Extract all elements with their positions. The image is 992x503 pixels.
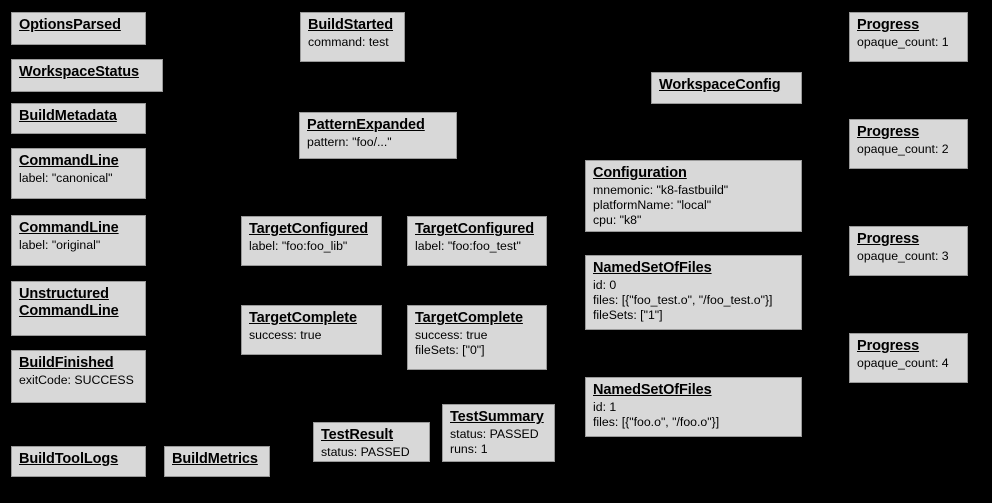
event-node-fields: label: "foo:foo_test"	[415, 239, 540, 254]
event-node-title: Progress	[857, 124, 920, 140]
event-node-title: BuildStarted	[308, 17, 394, 33]
event-node-field: command: test	[308, 35, 389, 49]
event-node-fields: opaque_count: 3	[857, 249, 961, 264]
event-node-field: success: true	[249, 328, 322, 342]
event-node-field: exitCode: SUCCESS	[19, 373, 134, 387]
event-node-field: fileSets: ["1"]	[593, 308, 663, 322]
event-node-title: TestSummary	[450, 409, 544, 425]
event-node-title: TargetConfigured	[249, 221, 368, 237]
event-node-field: label: "foo:foo_test"	[415, 239, 521, 253]
event-node-options-parsed[interactable]: OptionsParsed	[11, 12, 146, 45]
event-node-progress-1[interactable]: Progress opaque_count: 1	[849, 12, 968, 62]
event-node-field: cpu: "k8"	[593, 213, 642, 227]
event-node-build-tool-logs[interactable]: BuildToolLogs	[11, 446, 146, 477]
event-node-title: Progress	[857, 231, 920, 247]
event-node-field: success: true	[415, 328, 488, 342]
event-node-pattern-expanded[interactable]: PatternExpanded pattern: "foo/..."	[299, 112, 457, 159]
event-node-title: PatternExpanded	[307, 117, 425, 133]
event-node-field: opaque_count: 2	[857, 142, 949, 156]
event-node-title: CommandLine	[19, 220, 119, 236]
event-node-target-configured-foo-test[interactable]: TargetConfigured label: "foo:foo_test"	[407, 216, 547, 266]
event-node-title: WorkspaceStatus	[19, 64, 139, 80]
event-node-fields: pattern: "foo/..."	[307, 135, 450, 150]
event-node-title: TestResult	[321, 427, 394, 443]
event-node-progress-3[interactable]: Progress opaque_count: 3	[849, 226, 968, 276]
event-node-build-metadata[interactable]: BuildMetadata	[11, 103, 146, 134]
event-node-unstructured-command-line[interactable]: Unstructured CommandLine	[11, 281, 146, 336]
event-node-title: BuildFinished	[19, 355, 114, 371]
event-node-fields: label: "foo:foo_lib"	[249, 239, 375, 254]
event-node-fields: exitCode: SUCCESS	[19, 373, 139, 388]
event-node-title: BuildMetadata	[19, 108, 117, 124]
event-node-fields: status: PASSED	[321, 445, 423, 460]
event-node-target-configured-foo-lib[interactable]: TargetConfigured label: "foo:foo_lib"	[241, 216, 382, 266]
event-node-field: label: "original"	[19, 238, 101, 252]
event-node-fields: command: test	[308, 35, 398, 50]
event-node-title: BuildToolLogs	[19, 451, 119, 467]
event-node-field: mnemonic: "k8-fastbuild"	[593, 183, 729, 197]
event-node-fields: label: "canonical"	[19, 171, 139, 186]
event-node-title: TargetConfigured	[415, 221, 534, 237]
event-node-target-complete-lib[interactable]: TargetComplete success: true	[241, 305, 382, 355]
event-node-test-result[interactable]: TestResult status: PASSED	[313, 422, 430, 462]
event-node-field: files: [{"foo.o", "/foo.o"}]	[593, 415, 720, 429]
event-node-field: opaque_count: 4	[857, 356, 949, 370]
event-node-field: status: PASSED	[450, 427, 539, 441]
event-node-fields: success: true	[249, 328, 375, 343]
event-node-fields: mnemonic: "k8-fastbuild"platformName: "l…	[593, 183, 795, 228]
event-node-build-finished[interactable]: BuildFinished exitCode: SUCCESS	[11, 350, 146, 403]
event-node-field: id: 1	[593, 400, 617, 414]
event-node-title: CommandLine	[19, 153, 119, 169]
event-node-field: id: 0	[593, 278, 617, 292]
event-node-fields: opaque_count: 1	[857, 35, 961, 50]
event-node-field: opaque_count: 3	[857, 249, 949, 263]
event-node-title: TargetComplete	[249, 310, 357, 326]
event-node-fields: opaque_count: 2	[857, 142, 961, 157]
event-node-command-line-original[interactable]: CommandLine label: "original"	[11, 215, 146, 266]
event-node-build-started[interactable]: BuildStarted command: test	[300, 12, 405, 62]
event-node-field: fileSets: ["0"]	[415, 343, 485, 357]
event-node-configuration[interactable]: Configuration mnemonic: "k8-fastbuild"pla…	[585, 160, 802, 232]
event-node-progress-2[interactable]: Progress opaque_count: 2	[849, 119, 968, 169]
event-node-command-line-canonical[interactable]: CommandLine label: "canonical"	[11, 148, 146, 199]
event-node-title: OptionsParsed	[19, 17, 121, 33]
event-node-fields: label: "original"	[19, 238, 139, 253]
event-node-title: Progress	[857, 338, 920, 354]
event-node-fields: opaque_count: 4	[857, 356, 961, 371]
event-node-field: runs: 1	[450, 442, 488, 456]
event-node-workspace-status[interactable]: WorkspaceStatus	[11, 59, 163, 92]
event-node-field: pattern: "foo/..."	[307, 135, 392, 149]
event-node-field: label: "canonical"	[19, 171, 113, 185]
event-node-field: label: "foo:foo_lib"	[249, 239, 348, 253]
event-node-field: files: [{"foo_test.o", "/foo_test.o"}]	[593, 293, 773, 307]
event-node-title: WorkspaceConfig	[659, 77, 781, 93]
event-node-title: NamedSetOfFiles	[593, 382, 712, 398]
event-node-title: TargetComplete	[415, 310, 523, 326]
event-node-build-metrics[interactable]: BuildMetrics	[164, 446, 270, 477]
event-node-field: status: PASSED	[321, 445, 410, 459]
event-node-field: platformName: "local"	[593, 198, 712, 212]
event-node-field: opaque_count: 1	[857, 35, 949, 49]
event-node-title: NamedSetOfFiles	[593, 260, 712, 276]
event-node-progress-4[interactable]: Progress opaque_count: 4	[849, 333, 968, 383]
event-node-title: BuildMetrics	[172, 451, 258, 467]
event-node-title: Unstructured CommandLine	[19, 286, 119, 319]
event-node-title: Progress	[857, 17, 920, 33]
event-node-title: Configuration	[593, 165, 687, 181]
event-node-workspace-config[interactable]: WorkspaceConfig	[651, 72, 802, 104]
